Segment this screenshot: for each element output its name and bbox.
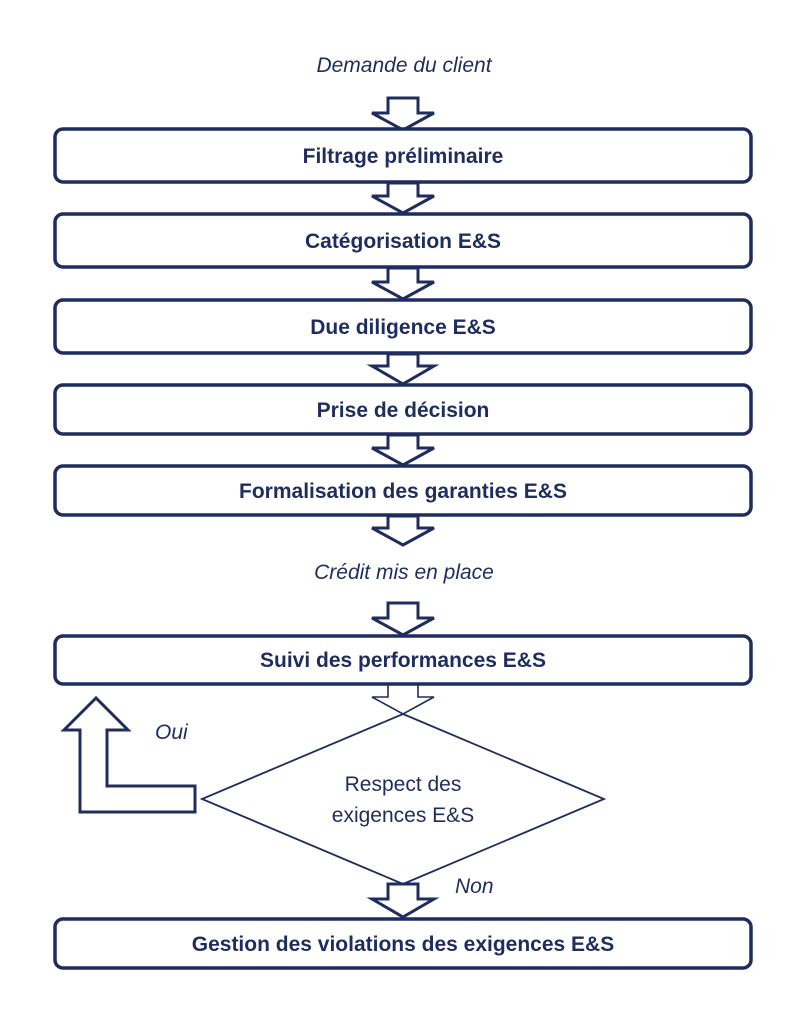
- return-arrow-icon: [60, 695, 197, 814]
- step-label-due-diligence: Due diligence E&S: [310, 316, 496, 339]
- yes-label: Oui: [155, 721, 189, 744]
- step-label-categorisation: Catégorisation E&S: [305, 230, 501, 253]
- step-box-prise-decision: Prise de décision: [53, 383, 753, 436]
- down-arrow-icon: [371, 514, 435, 547]
- down-arrow-icon: [371, 266, 435, 301]
- step-label-filtrage: Filtrage préliminaire: [303, 145, 504, 168]
- decision-label-line1: Respect des: [345, 773, 462, 796]
- step-box-gestion-violations: Gestion des violations des exigences E&S: [53, 917, 753, 970]
- connector-to-decision: [371, 685, 435, 715]
- down-arrow-icon: [371, 181, 435, 215]
- down-arrow-icon: [366, 352, 440, 386]
- milestone-label: Crédit mis en place: [314, 561, 494, 584]
- down-arrow-icon: [371, 433, 435, 467]
- decision-label-line2: exigences E&S: [332, 804, 474, 827]
- down-arrow-icon: [366, 882, 440, 919]
- step-box-suivi: Suivi des performances E&S: [53, 634, 753, 686]
- step-label-suivi: Suivi des performances E&S: [260, 649, 546, 672]
- step-label-prise-decision: Prise de décision: [317, 399, 490, 422]
- step-box-filtrage: Filtrage préliminaire: [53, 127, 753, 184]
- down-arrow-icon: [371, 601, 435, 637]
- step-box-formalisation: Formalisation des garanties E&S: [53, 464, 753, 517]
- no-label: Non: [455, 875, 494, 898]
- step-label-gestion-violations: Gestion des violations des exigences E&S: [192, 933, 614, 956]
- step-label-formalisation: Formalisation des garanties E&S: [239, 480, 567, 503]
- step-box-categorisation: Catégorisation E&S: [53, 212, 753, 269]
- decision-diamond: [199, 713, 607, 885]
- step-box-due-diligence: Due diligence E&S: [53, 298, 753, 355]
- down-arrow-icon: [371, 96, 435, 132]
- start-label: Demande du client: [316, 54, 492, 77]
